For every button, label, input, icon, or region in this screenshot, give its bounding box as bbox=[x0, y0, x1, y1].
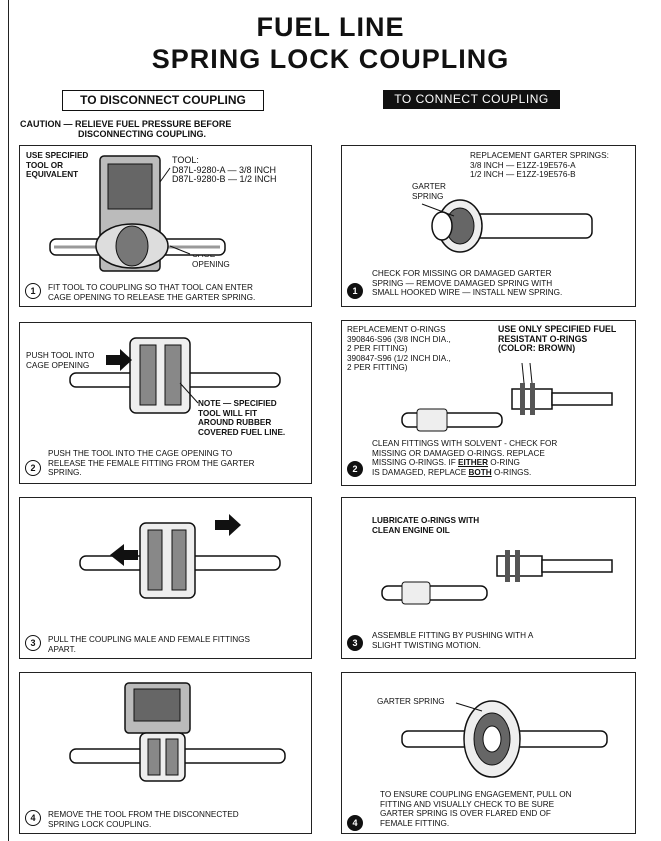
garter-spring-callout: GARTER SPRING bbox=[377, 697, 445, 706]
step-2-number-badge: 2 bbox=[25, 460, 41, 476]
connect-step-4-panel: GARTER SPRING 4 TO ENSURE COUPLING ENGAG… bbox=[341, 672, 636, 834]
left-margin-rule bbox=[8, 0, 9, 841]
disconnect-step-2-panel: PUSH TOOL INTO CAGE OPENING NOTE — SPECI… bbox=[19, 322, 312, 484]
connect-step-1-panel: REPLACEMENT GARTER SPRINGS: 3/8 INCH — E… bbox=[341, 145, 636, 307]
connect-step-1-number-badge: 1 bbox=[347, 283, 363, 299]
connect-step-3-panel: LUBRICATE O-RINGS WITH CLEAN ENGINE OIL … bbox=[341, 497, 636, 659]
step-1-caption: FIT TOOL TO COUPLING SO THAT TOOL CAN EN… bbox=[48, 283, 256, 302]
replacement-garter-springs: REPLACEMENT GARTER SPRINGS: 3/8 INCH — E… bbox=[470, 151, 609, 180]
disconnect-step-1-panel: USE SPECIFIED TOOL OR EQUIVALENT TOOL: D… bbox=[19, 145, 312, 307]
connect-step-3-caption: ASSEMBLE FITTING BY PUSHING WITH A SLIGH… bbox=[372, 631, 534, 650]
tool-part-numbers: TOOL: D87L-9280-A — 3/8 INCH D87L-9280-B… bbox=[172, 155, 277, 185]
disconnect-step-3-panel: 3 PULL THE COUPLING MALE AND FEMALE FITT… bbox=[19, 497, 312, 659]
remove-tool-illustration bbox=[69, 682, 286, 782]
caution-line2: DISCONNECTING COUPLING. bbox=[78, 129, 207, 139]
page-title-line2: SPRING LOCK COUPLING bbox=[151, 44, 510, 74]
caution-line1: CAUTION — RELIEVE FUEL PRESSURE BEFORE bbox=[20, 119, 232, 129]
assemble-fitting-illustration bbox=[381, 550, 613, 605]
connect-step-2-panel: REPLACEMENT O-RINGS 390846-S96 (3/8 INCH… bbox=[341, 320, 636, 486]
disconnect-header: TO DISCONNECT COUPLING bbox=[62, 90, 264, 111]
connect-step-3-number-badge: 3 bbox=[347, 635, 363, 651]
connect-header: TO CONNECT COUPLING bbox=[383, 90, 560, 109]
specified-tool-note: NOTE — SPECIFIED TOOL WILL FIT AROUND RU… bbox=[198, 399, 286, 437]
step-3-caption: PULL THE COUPLING MALE AND FEMALE FITTIN… bbox=[48, 635, 250, 654]
caution-note: CAUTION — RELIEVE FUEL PRESSURE BEFORE D… bbox=[20, 119, 231, 139]
garter-spring-label: GARTER SPRING bbox=[412, 182, 446, 201]
specified-o-rings-note: USE ONLY SPECIFIED FUEL RESISTANT O-RING… bbox=[498, 324, 617, 354]
replacement-o-rings: REPLACEMENT O-RINGS 390846-S96 (3/8 INCH… bbox=[347, 325, 451, 373]
tool-on-coupling-illustration bbox=[49, 155, 226, 272]
push-tool-illustration bbox=[69, 337, 281, 414]
connect-step-4-caption: TO ENSURE COUPLING ENGAGEMENT, PULL ON F… bbox=[380, 790, 572, 828]
step-3-number-badge: 3 bbox=[25, 635, 41, 651]
pull-fittings-apart-illustration bbox=[79, 514, 281, 599]
connect-step-1-caption: CHECK FOR MISSING OR DAMAGED GARTER SPRI… bbox=[372, 269, 563, 298]
connect-step-4-number-badge: 4 bbox=[347, 815, 363, 831]
connect-step-2-number-badge: 2 bbox=[347, 461, 363, 477]
connect-step-2-caption: CLEAN FITTINGS WITH SOLVENT - CHECK FOR … bbox=[372, 439, 558, 477]
step-4-caption: REMOVE THE TOOL FROM THE DISCONNECTED SP… bbox=[48, 810, 239, 829]
engaged-coupling-illustration bbox=[401, 700, 608, 778]
push-tool-label: PUSH TOOL INTO CAGE OPENING bbox=[26, 351, 95, 370]
use-specified-tool-label: USE SPECIFIED TOOL OR EQUIVALENT bbox=[26, 151, 89, 180]
step-4-number-badge: 4 bbox=[25, 810, 41, 826]
lubricate-o-rings-note: LUBRICATE O-RINGS WITH CLEAN ENGINE OIL bbox=[372, 516, 480, 535]
o-ring-fitting-illustration bbox=[401, 362, 613, 432]
step-2-caption: PUSH THE TOOL INTO THE CAGE OPENING TO R… bbox=[48, 449, 255, 478]
step-1-number-badge: 1 bbox=[25, 283, 41, 299]
page-title-line1: FUEL LINE bbox=[256, 12, 405, 42]
disconnect-step-4-panel: 4 REMOVE THE TOOL FROM THE DISCONNECTED … bbox=[19, 672, 312, 834]
garter-spring-illustration bbox=[421, 199, 593, 253]
